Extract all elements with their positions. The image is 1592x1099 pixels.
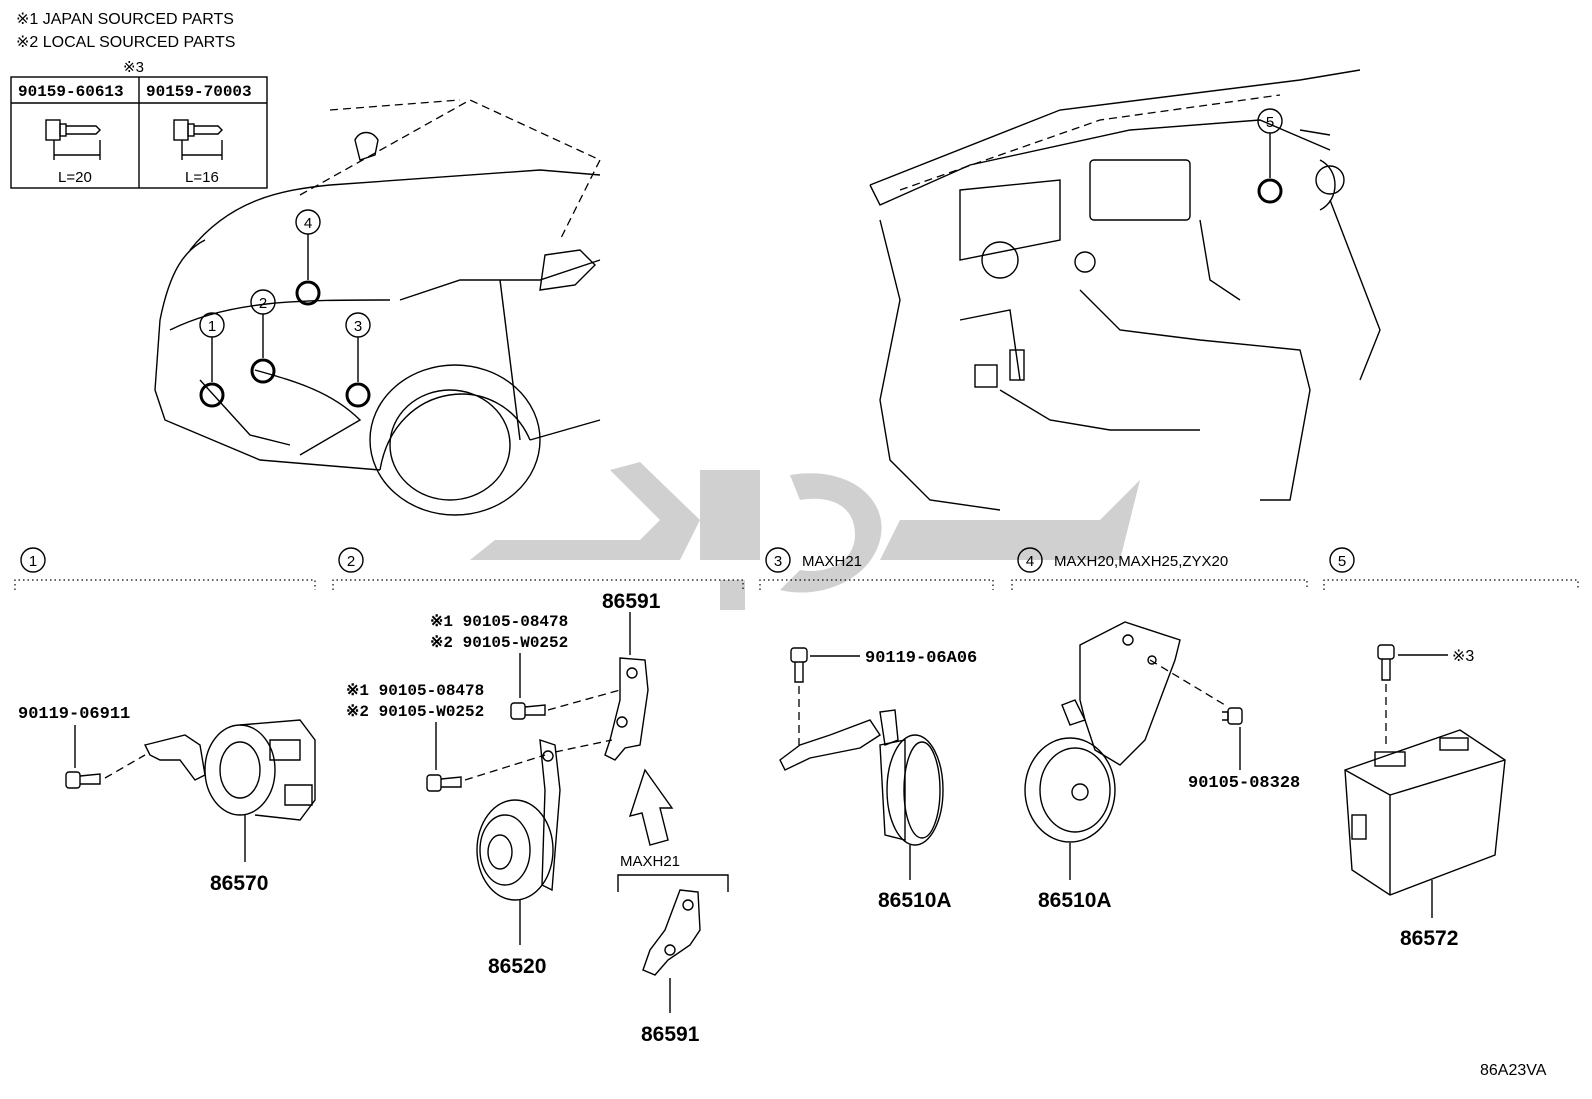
bracket-icon [642,889,701,976]
section-number: 5 [1338,553,1346,570]
control-module-icon [1344,729,1506,896]
section-number: 4 [1026,553,1034,570]
horn-icon [1024,699,1116,843]
horn-icon [476,738,561,901]
bolt-icon [1222,707,1243,725]
section-header-1: 1 [14,547,316,590]
part-number-86510a-s3: 86510A [878,889,952,912]
section-number: 1 [29,553,37,570]
variant-model-label: MAXH21 [620,853,680,870]
section-2-parts: 86591 ※1 90105-08478 ※2 90105-W0252 ※1 9… [346,590,729,1046]
note-local-sourced: ※2 LOCAL SOURCED PARTS [16,34,235,51]
location-marker-2: 2 [250,289,276,384]
figure-code: 86A23VA [1480,1062,1547,1079]
part-number-90105-08328: 90105-08328 [1188,774,1300,793]
bolt-ref-mark: ※3 [1452,648,1474,665]
bolt-table-part-1: 90159-60613 [18,83,124,101]
bracket-icon [604,657,649,761]
section-model: MAXH21 [802,553,862,570]
bolt-icon [426,774,462,792]
bolt-icon [790,647,808,683]
sensor-icon [204,719,316,821]
part-number-90105-08478-a: ※1 90105-08478 [430,613,568,631]
watermark-logo [470,462,1140,610]
part-number-86570: 86570 [210,872,268,895]
section-5-parts: ※3 86572 [1344,644,1506,950]
flange-bolt-icon [173,119,223,160]
bolt-icon [510,702,546,720]
part-number-90119-06a06: 90119-06A06 [865,649,977,668]
flange-bolt-icon [45,119,101,160]
location-marker-label: 4 [304,215,312,232]
location-marker-label: 5 [1266,114,1274,131]
location-marker-label: 2 [259,295,267,312]
part-number-90105-08478-b: ※1 90105-08478 [346,682,484,700]
section-1-parts: 90119-06911 86570 [18,705,316,895]
bolt-icon [1377,644,1395,681]
location-marker-1: 1 [199,312,225,408]
section-header-5: 5 [1323,547,1579,590]
section-header-4: 4 MAXH20,MAXH25,ZYX20 [1011,547,1308,590]
section-number: 3 [774,553,782,570]
section-3-parts: 90119-06A06 86510A [779,647,977,912]
part-number-86591-top: 86591 [602,590,661,613]
bolt-length-2: L=16 [185,169,219,186]
bolt-icon [65,771,101,789]
part-number-86520: 86520 [488,955,546,978]
part-number-90119-06911: 90119-06911 [18,705,130,724]
part-number-86572: 86572 [1400,927,1458,950]
bolt-table-mark: ※3 [123,59,144,76]
part-number-86510a-s4: 86510A [1038,889,1112,912]
location-marker-4: 4 [295,209,321,306]
arrow-up-icon [628,768,674,846]
section-4-parts: 90105-08328 86510A [1024,621,1300,912]
part-number-90105-w0252-a: ※2 90105-W0252 [430,634,568,652]
section-number: 2 [347,553,355,570]
bolt-length-1: L=20 [58,169,92,186]
part-number-86591-bottom: 86591 [641,1023,700,1046]
vehicle-interior-illustration [869,69,1381,511]
location-marker-3: 3 [345,312,371,408]
bolt-table-part-2: 90159-70003 [146,83,252,101]
section-model: MAXH20,MAXH25,ZYX20 [1054,553,1228,570]
section-header-3: 3 MAXH21 [759,547,994,590]
part-number-90105-w0252-b: ※2 90105-W0252 [346,703,484,721]
horn-icon [879,709,944,846]
section-header-2: 2 [332,547,744,590]
location-marker-label: 1 [208,318,216,335]
location-marker-5: 5 [1257,108,1283,204]
vehicle-front-illustration [154,99,601,516]
bracket-icon [1079,621,1181,766]
location-marker-label: 3 [354,318,362,335]
bolt-reference-table: ※3 90159-60613 90159-70003 L=20 L=16 [10,59,268,189]
note-japan-sourced: ※1 JAPAN SOURCED PARTS [16,11,234,28]
